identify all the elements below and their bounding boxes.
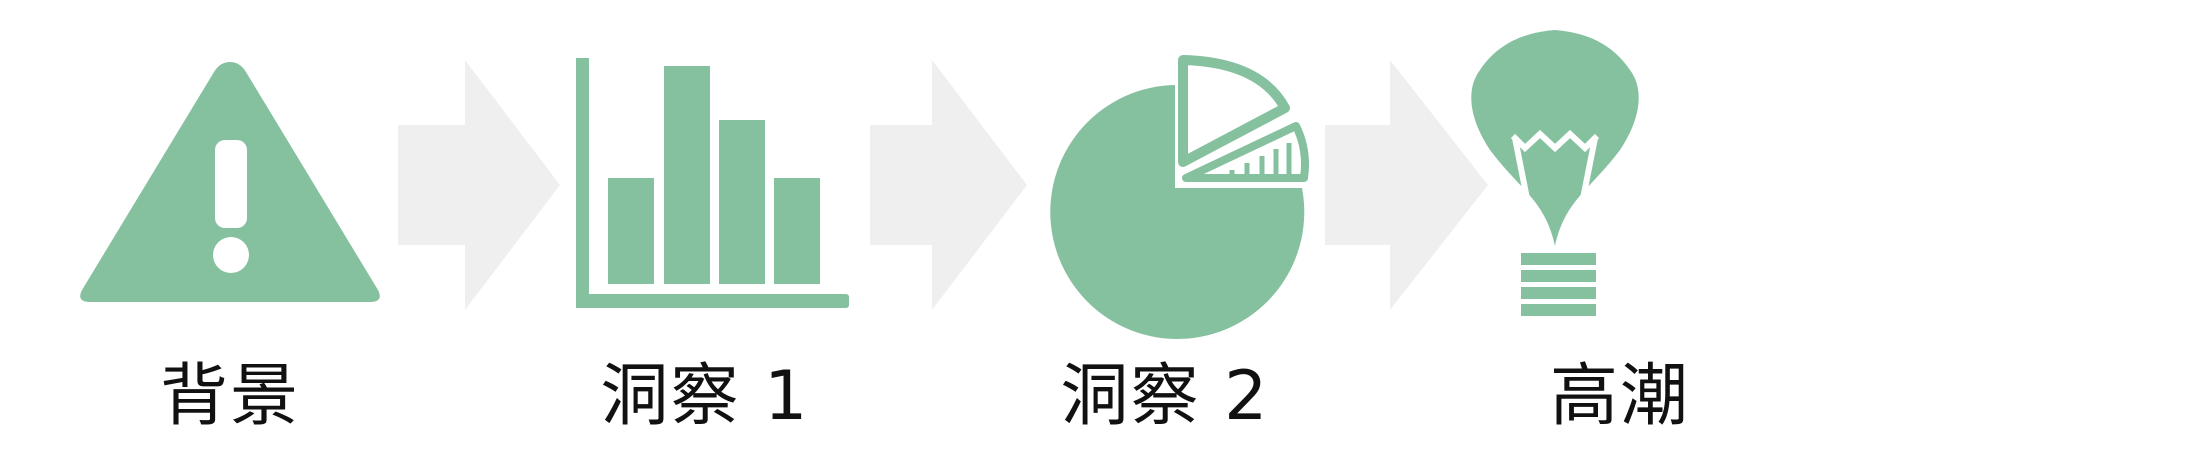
stage-label-background: 背景 [159,357,301,436]
flow-arrow [1325,60,1488,310]
stage-label-insight-1: 洞察 1 [600,357,810,436]
flow-arrow [398,60,560,310]
stage-label-insight-2: 洞察 2 [1060,357,1270,436]
light-bulb-icon [1471,30,1639,316]
bar-chart-icon [576,58,849,308]
pie-chart-icon [1050,55,1309,339]
stage-label-climax: 高潮 [1549,357,1691,436]
warning-triangle-icon [80,62,380,302]
flow-arrow [870,60,1027,310]
